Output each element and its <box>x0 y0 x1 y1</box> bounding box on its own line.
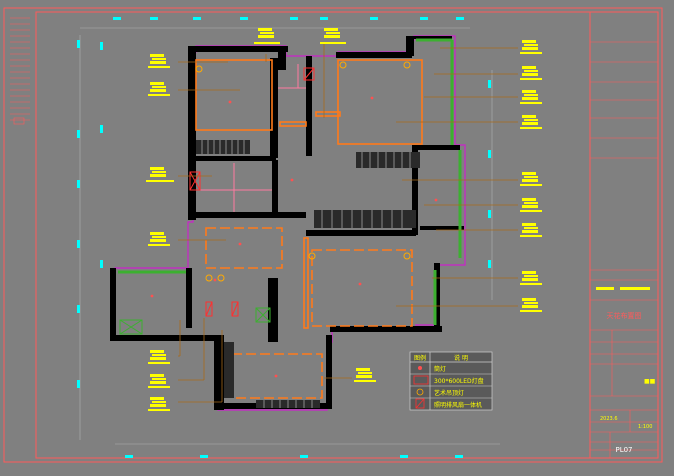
tag-label <box>520 172 542 186</box>
spotlight-icon <box>416 388 424 396</box>
legend-header-symbol: 图例 <box>414 354 426 362</box>
tag-label <box>520 40 542 54</box>
tag-label <box>148 397 170 411</box>
led-panel-icon <box>413 375 429 385</box>
tag-label <box>148 350 170 364</box>
date-code: 2023.6 <box>600 416 618 422</box>
tag-label <box>520 271 542 285</box>
tag-label <box>148 374 170 388</box>
legend-row-text: 筒灯 <box>434 365 446 373</box>
title-block-bar <box>620 287 650 290</box>
tag-label <box>148 232 170 246</box>
drawing-scale: 1:100 <box>638 424 652 430</box>
title-block-bar <box>596 287 614 290</box>
drawing-frame <box>3 7 663 463</box>
partition-lines <box>196 64 306 212</box>
tag-label <box>146 167 174 182</box>
tag-label <box>148 54 170 68</box>
downlight-icon <box>418 366 422 370</box>
spotlights <box>195 61 411 282</box>
tag-label <box>254 28 280 44</box>
tag-label <box>320 28 346 44</box>
legend-table: 图例 说 明 筒灯 300*600LED灯盘 艺术吊顶灯 照明排风扇一体机 <box>409 351 493 411</box>
leader-lines <box>178 44 518 403</box>
structural-walls <box>110 36 464 410</box>
top-tag-labels <box>254 28 346 44</box>
title-block <box>590 41 658 458</box>
tag-label <box>520 198 542 212</box>
legend-row-text: 照明排风扇一体机 <box>434 401 482 409</box>
cabinet-boxes <box>119 307 271 335</box>
exhaust-fan-icon <box>415 398 425 409</box>
drawing-title: 天花布置图 <box>607 311 642 320</box>
dimension-lines <box>79 27 500 445</box>
legend-row-text: 艺术吊顶灯 <box>434 389 464 397</box>
sheet-number: PL07 <box>615 446 632 454</box>
title-block-stamp: ■■ <box>644 378 656 385</box>
glass-partitions <box>118 38 462 325</box>
led-panels <box>189 67 315 317</box>
floor-plan <box>110 35 518 411</box>
binding-strip <box>10 17 30 125</box>
tag-label <box>520 298 542 312</box>
legend-header-desc: 说 明 <box>454 354 468 362</box>
tag-label <box>520 223 542 237</box>
legend-row-text: 300*600LED灯盘 <box>434 377 484 385</box>
tag-label <box>520 90 542 104</box>
tag-label <box>520 115 542 129</box>
led-strip-dividers <box>201 140 411 408</box>
center-tag-label <box>354 368 376 382</box>
tag-label <box>520 66 542 80</box>
tag-label <box>148 82 170 96</box>
dimension-ticks <box>77 17 491 458</box>
left-tag-labels <box>146 54 174 411</box>
right-tag-labels <box>520 40 542 312</box>
downlights <box>150 96 438 378</box>
